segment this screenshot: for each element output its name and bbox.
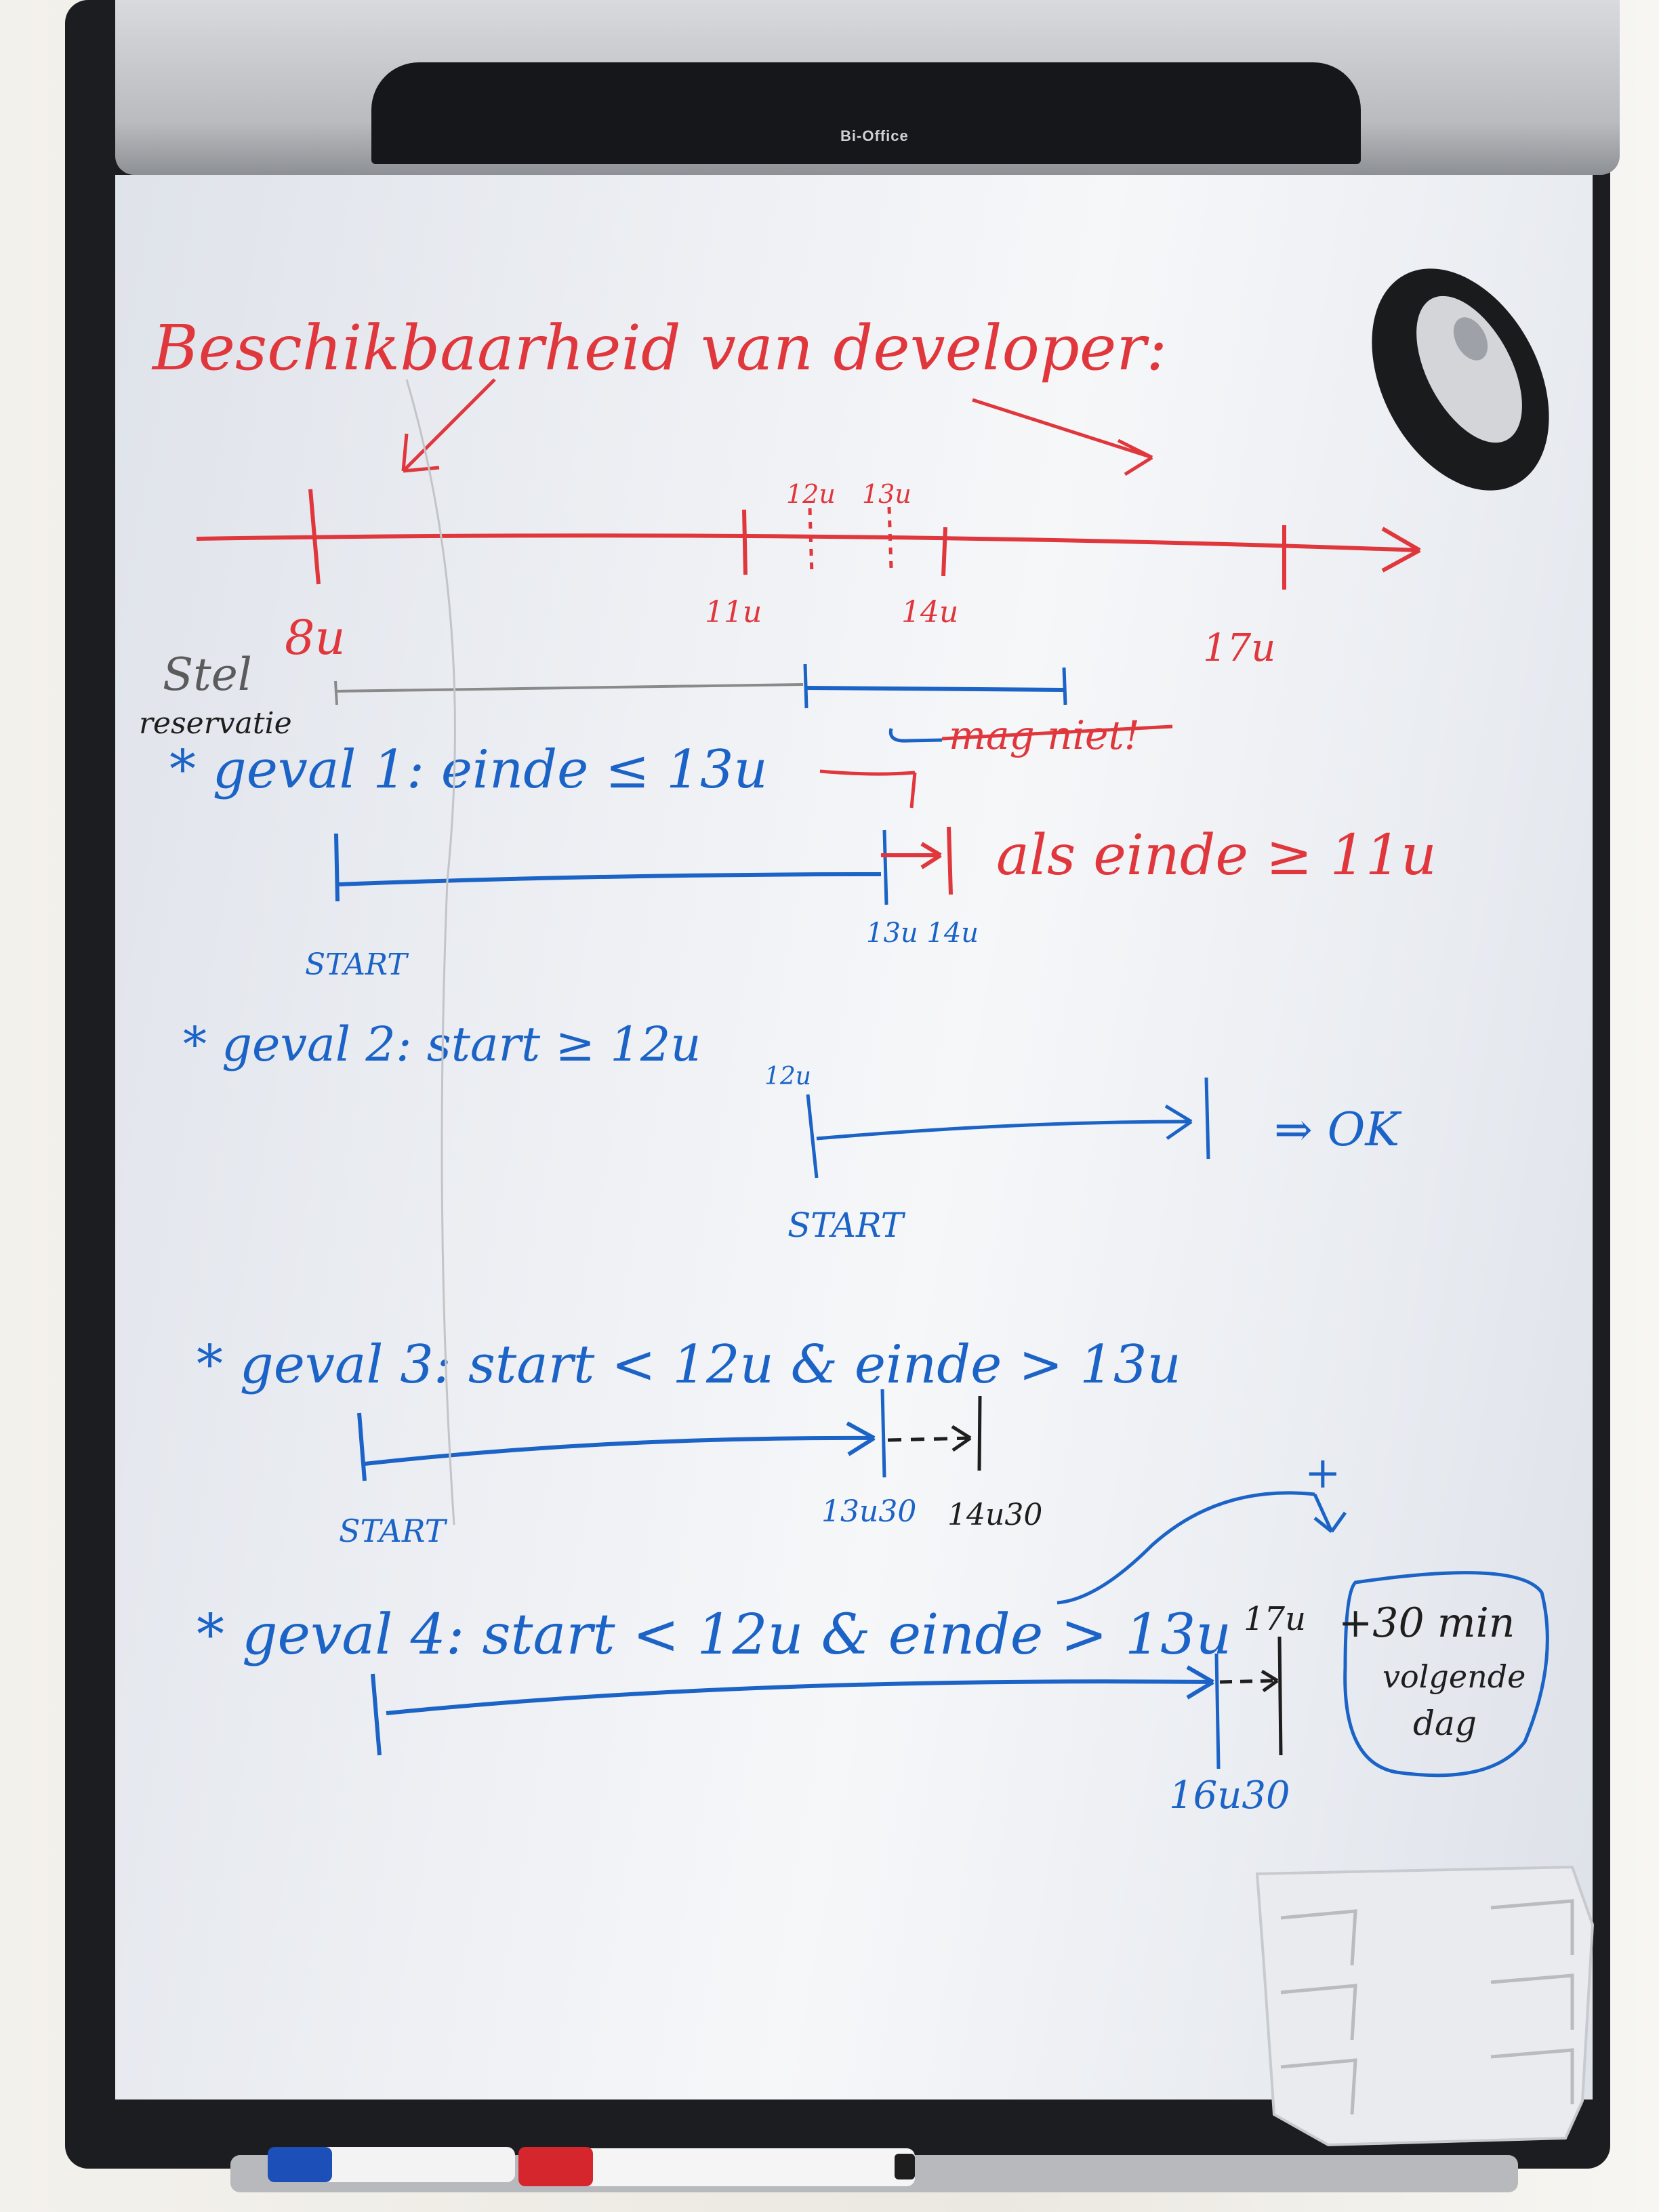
- availability-timeline: [196, 489, 1421, 590]
- geval4-bubble-line2: volgende: [1382, 1658, 1525, 1695]
- geval4-t17: 17u: [1244, 1600, 1306, 1638]
- geval4-heading: * geval 4: start < 12u & einde > 13u: [197, 1603, 1231, 1667]
- geval2-tick: 12u: [764, 1063, 811, 1090]
- geval1-note: als einde ≥ 11u: [996, 823, 1437, 888]
- geval4-bubble: [1343, 1571, 1549, 1778]
- geval4-plus: +: [1305, 1448, 1341, 1498]
- geval4-line: [386, 1679, 1214, 1715]
- geval3-start: START: [339, 1513, 448, 1549]
- clip-grip: [371, 62, 1361, 164]
- arrow-left: [401, 378, 496, 473]
- arrow-right: [972, 398, 1153, 476]
- geval4-curve-arrow: [1057, 1491, 1347, 1605]
- tick-11u: 11u: [705, 595, 762, 630]
- geval2-start: START: [787, 1206, 906, 1245]
- reservatie-label: reservatie: [139, 706, 292, 741]
- geval2-result: ⇒ OK: [1274, 1103, 1402, 1157]
- geval4-t1630: 16u30: [1169, 1774, 1290, 1818]
- reservation-line: [335, 683, 804, 693]
- stel-label: Stel: [163, 649, 252, 701]
- faint-guide-line: [405, 379, 456, 1525]
- marker-tray: [1255, 1865, 1595, 2147]
- geval1-start: START: [305, 947, 409, 982]
- reservation-blue-segment: [806, 686, 1065, 692]
- tick-17u: 17u: [1203, 626, 1275, 670]
- red-marker: [518, 2147, 915, 2186]
- geval1-line: [337, 872, 882, 886]
- geval2-line: [816, 1120, 1192, 1141]
- brand-label: Bi-Office: [840, 127, 909, 144]
- geval3-line: [364, 1435, 875, 1466]
- page-heading: Beschikbaarheid van developer:: [151, 312, 1167, 384]
- tick-13u: 13u: [862, 479, 912, 509]
- tick-14u: 14u: [901, 595, 958, 630]
- magnetic-eraser: [1372, 268, 1549, 491]
- geval3-heading: * geval 3: start < 12u & einde > 13u: [197, 1334, 1181, 1395]
- blue-marker: [268, 2147, 515, 2182]
- geval1-heading: * geval 1: einde ≤ 13u: [169, 739, 768, 800]
- geval3-t2: 14u30: [947, 1498, 1042, 1532]
- geval4-bubble-line3: dag: [1413, 1704, 1477, 1743]
- tick-8u: 8u: [285, 610, 346, 665]
- geval1-ticks: 13u 14u: [866, 918, 979, 949]
- geval3-t1: 13u30: [821, 1494, 916, 1529]
- geval4-bubble-line1: +30 min: [1338, 1599, 1515, 1647]
- tick-12u: 12u: [786, 479, 836, 509]
